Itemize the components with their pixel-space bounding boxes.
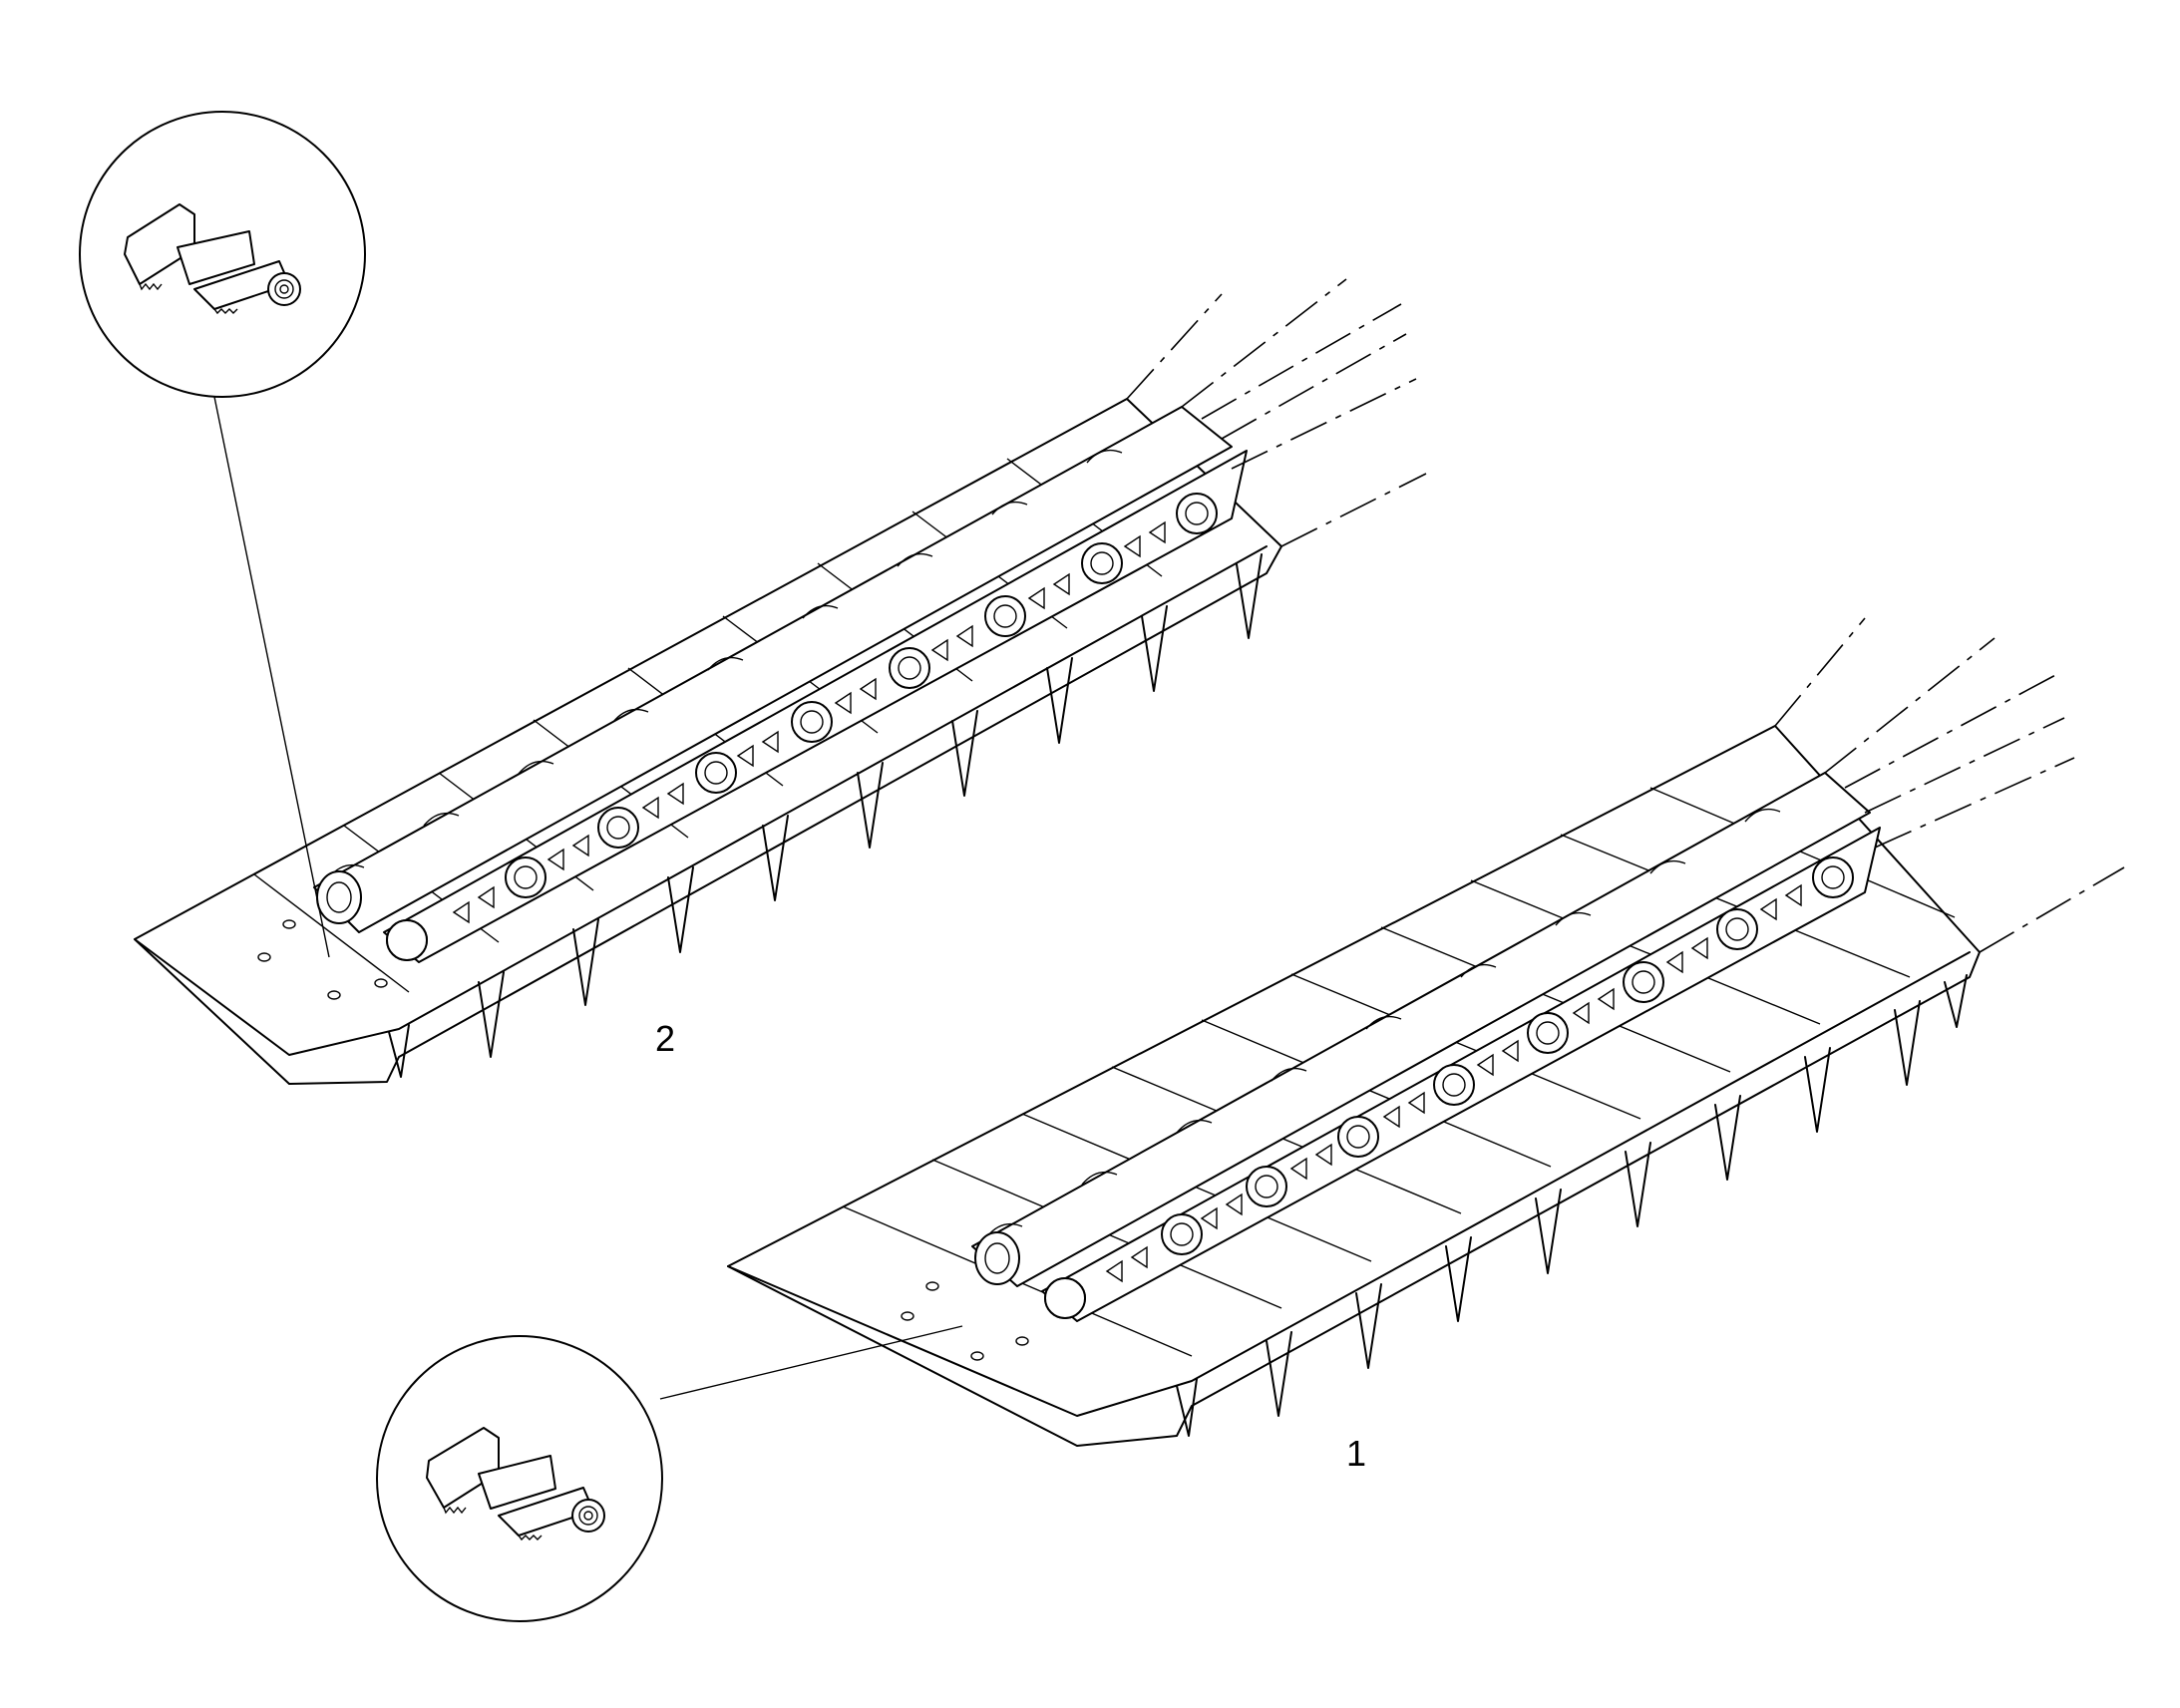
detail-view-2 [79, 111, 366, 958]
fastener-detail-1 [426, 1427, 605, 1541]
assembly-2 [134, 278, 1427, 1085]
callout-label-2: 2 [655, 1018, 676, 1059]
slat-teeth-1 [1176, 974, 1968, 1437]
callout-label-1: 1 [1346, 1433, 1367, 1474]
chain-1-back-links [986, 808, 1781, 1237]
continuation-lines-2 [1126, 278, 1427, 547]
chain-1-windows [1105, 883, 1802, 1283]
slat-lines-1 [842, 787, 1956, 1357]
chain-1 [971, 772, 1881, 1322]
continuation-lines-1 [1774, 617, 2125, 953]
fastener-detail-2 [124, 203, 301, 315]
assembly-1 [727, 617, 2125, 1447]
chain-2-rollers [386, 493, 1218, 961]
rivet-holes-1 [901, 1281, 1029, 1361]
slat-teeth-2 [388, 553, 1263, 1078]
chain-2 [313, 406, 1248, 963]
chain-2-windows [452, 520, 1166, 924]
rivet-holes-2 [257, 919, 388, 1000]
detail-view-1 [376, 1325, 963, 1622]
chain-2-back-links [328, 449, 1123, 878]
chain-1-rollers [1044, 856, 1854, 1319]
